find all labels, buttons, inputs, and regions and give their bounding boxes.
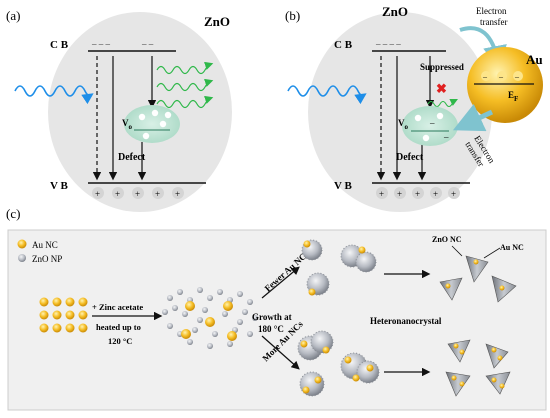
panel-a-defect-cloud: [124, 105, 180, 143]
vacancy-dot: [142, 132, 150, 140]
panel-b-transfer-arrow-side: [452, 103, 494, 132]
panel-a-emission-wave: [156, 78, 214, 92]
legend-au-swatch: [17, 239, 27, 249]
hole-plus: +: [175, 189, 180, 199]
growth-line1: Growth at: [252, 312, 292, 322]
panel-a-emission-wave: [156, 61, 214, 75]
hole-plus: +: [95, 189, 100, 199]
panel-b-suppressed-emission-wave: [427, 99, 458, 108]
panel-a-material: ZnO: [204, 14, 230, 29]
panel-b-vb-label: V B: [334, 180, 352, 192]
mixture-cluster: [162, 287, 258, 349]
au-electron: [497, 71, 507, 81]
panel-c-label: (c): [6, 206, 20, 221]
panel-b-bubble: [308, 12, 492, 212]
au-electron: [513, 71, 523, 81]
hole-plus: +: [451, 189, 456, 199]
au-nc-grid: [39, 297, 88, 333]
vacancy-dot: [436, 112, 444, 120]
hole-plus: +: [397, 189, 402, 199]
panel-b-uv-wave: [287, 85, 367, 105]
panel-a-defect-label: Defect: [118, 152, 146, 163]
panel-a-label: (a): [6, 8, 20, 23]
panel-a-cb-label: C B: [50, 39, 69, 51]
cross-icon: ✖: [436, 81, 447, 96]
product-label-zno: ZnO NC: [432, 235, 462, 244]
legend-zno-label: ZnO NP: [32, 254, 62, 264]
vacancy-dot: [138, 113, 146, 121]
panel-a-cb-electrons-1: – – –: [91, 39, 111, 49]
legend-zno-swatch: [18, 254, 26, 262]
step1-line2: heated up to: [96, 322, 141, 332]
hole-plus: +: [155, 189, 160, 199]
vacancy-dot: [159, 120, 167, 128]
panel-b-metal-label: Au: [526, 52, 543, 67]
panel-a: (a) ZnO C B – – – – – V B + + + + + Vo D…: [6, 8, 232, 212]
panel-a-holes: + + + + +: [92, 187, 184, 199]
panel-b: (b) ZnO Electron transfer C B – – – – V …: [285, 4, 543, 212]
product-label: Heteronanocrystal: [370, 316, 442, 326]
hole-plus: +: [135, 189, 140, 199]
panel-a-emission-wave: [156, 95, 214, 109]
au-electron-sign: –: [514, 72, 520, 81]
panel-b-transfer-top-2: transfer: [480, 17, 507, 27]
panel-b-cb-electrons: – – – –: [375, 39, 401, 49]
vacancy-dot: [164, 111, 172, 119]
hole-plus: +: [415, 189, 420, 199]
panel-b-vo: Vo: [398, 118, 409, 131]
step1-line1: + Zinc acetate: [92, 302, 143, 312]
upper-aggregates: [301, 239, 377, 296]
panel-b-transfer-top-1: Electron: [476, 6, 507, 16]
upper-pyramids: [439, 255, 517, 303]
fermi-label: EF: [508, 90, 518, 103]
hole-plus: +: [433, 189, 438, 199]
panel-a-vb-label: V B: [50, 180, 68, 192]
vacancy-dot: [422, 134, 430, 142]
legend-au-label: Au NC: [32, 240, 58, 250]
product-label-au: Au NC: [500, 243, 524, 252]
panel-c: (c) Au NC ZnO NP + Zinc acetate heated u…: [6, 206, 547, 411]
defect-electron: –: [429, 118, 435, 128]
vacancy-dot: [414, 114, 422, 122]
lower-aggregates: [297, 330, 380, 397]
panel-a-vo: Vo: [122, 118, 133, 131]
panel-b-suppressed-label: Suppressed: [420, 62, 464, 72]
upper-branch-arrow: [261, 266, 300, 299]
panel-a-cb-electrons-2: – –: [141, 39, 154, 49]
vacancy-dot: [151, 109, 159, 117]
zno-pointer: [451, 245, 463, 257]
panel-a-uv-wave: [14, 85, 94, 105]
hole-plus: +: [115, 189, 120, 199]
au-electron-sign: –: [498, 72, 504, 81]
panel-b-defect-label: Defect: [396, 152, 424, 163]
au-electron-sign: –: [482, 72, 488, 81]
panel-b-label: (b): [285, 8, 300, 23]
panel-b-cb-label: C B: [334, 39, 353, 51]
au-pointer: [483, 247, 501, 259]
lower-branch-arrow: [261, 335, 300, 370]
step1-line3: 120 °C: [108, 336, 132, 346]
au-electron: [481, 71, 491, 81]
defect-electron: –: [443, 132, 449, 142]
lower-pyramids: [445, 339, 511, 397]
panel-b-holes: + + + + +: [376, 187, 460, 199]
panel-b-material: ZnO: [382, 4, 408, 19]
hole-plus: +: [379, 189, 384, 199]
growth-line2: 180 °C: [258, 324, 284, 334]
